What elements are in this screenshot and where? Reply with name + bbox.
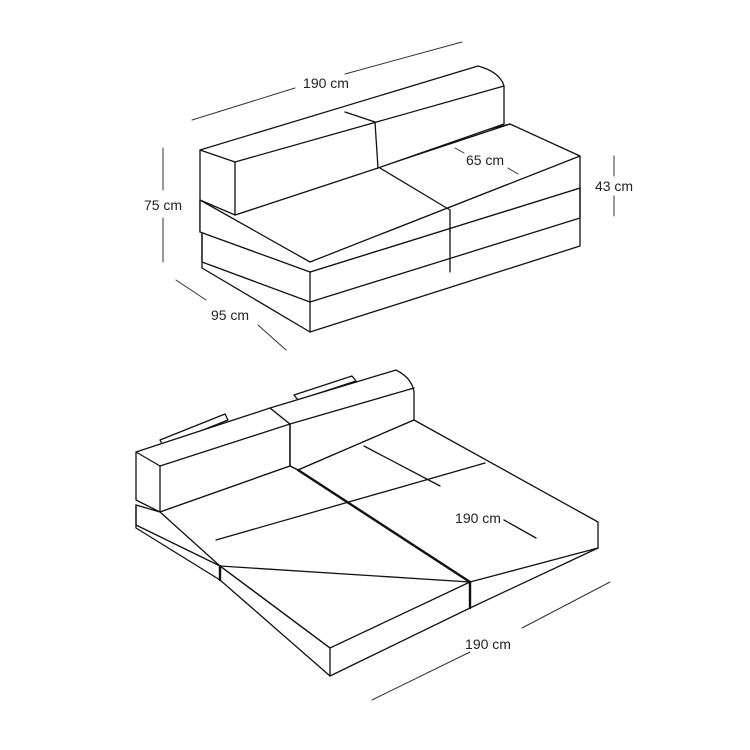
sofa-depth-label: 95 cm: [211, 307, 249, 323]
sofa-width-label: 190 cm: [303, 75, 349, 91]
sofa-seat-height-label: 43 cm: [595, 178, 633, 194]
sofa-backrest: [199, 65, 505, 216]
sofa-height-dimension: 75 cm: [144, 147, 182, 263]
bed-mattress: [135, 419, 599, 677]
sofa-seat-height-dimension: 43 cm: [595, 155, 633, 217]
bed-width-dimension: 190 cm: [371, 581, 611, 701]
bed-configuration: 190 cm 190 cm: [135, 369, 611, 701]
sofa-seat-depth-dimension: 65 cm: [454, 147, 519, 175]
sofa-depth-dimension: 95 cm: [175, 279, 287, 351]
sofa-configuration: 190 cm 75 cm 95 cm 65 cm 43 cm: [144, 41, 633, 351]
bed-width-label: 190 cm: [465, 636, 511, 652]
bed-length-dimension: 190 cm: [455, 510, 501, 526]
sofa-width-dimension: 190 cm: [191, 41, 463, 121]
sofa-height-label: 75 cm: [144, 197, 182, 213]
bed-length-label: 190 cm: [455, 510, 501, 526]
sofa-seat-depth-label: 65 cm: [466, 152, 504, 168]
